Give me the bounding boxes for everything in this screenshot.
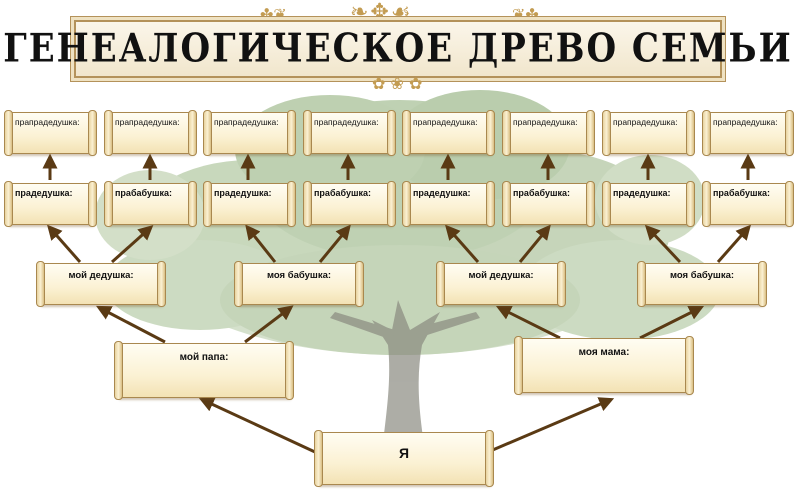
box-great-grandmother-4[interactable]: прабабушка: [702,181,794,227]
arrow [716,224,751,263]
box-label: прабабушка: [513,188,570,198]
arrow [244,305,294,344]
title-banner: ГЕНЕАЛОГИЧЕСКОЕ ДРЕВО СЕМЬИ [3,20,793,78]
box-great-grandfather-2[interactable]: прадедушка: [203,181,296,227]
box-label: прапрадедушка: [15,117,80,127]
box-label: прадедушка: [214,188,272,198]
box-label: прадедушка: [613,188,671,198]
arrow [487,397,615,454]
box-label: моя мама: [578,347,630,358]
box-label: прапрадедушка: [413,117,478,127]
box-great-great-6[interactable]: прапрадедушка: [502,110,595,156]
box-label: Я [398,445,410,461]
box-label: прадедушка: [15,188,73,198]
box-great-great-1[interactable]: прапрадедушка: [4,110,97,156]
box-label: моя бабушка: [266,270,332,281]
box-great-great-2[interactable]: прапрадедушка: [104,110,197,156]
tree-trunk [330,300,480,470]
arrow [318,224,351,263]
box-label: прапрадедушка: [115,117,180,127]
box-label: мой папа: [179,352,229,363]
box-great-grandfather-3[interactable]: прадедушка: [402,181,495,227]
box-label: прапрадедушка: [214,117,279,127]
box-label: прапрадедушка: [713,117,778,127]
ornament-right: ❦✤ [512,5,539,24]
box-label: прабабушка: [713,188,770,198]
arrow [644,224,682,264]
arrow [198,397,316,454]
arrow [110,224,154,264]
ornament-bottom: ✿ ❀ ✿ [372,74,423,93]
arrow [518,224,551,263]
box-my-grandmother-1[interactable]: моя бабушка: [234,261,364,307]
arrow [245,224,277,263]
box-my-grandfather-2[interactable]: мой дедушка: [436,261,566,307]
box-label: мой дедушка: [68,270,134,281]
box-label: прабабушка: [115,188,172,198]
box-me[interactable]: Я [314,430,494,487]
box-great-great-4[interactable]: прапрадедушка: [303,110,396,156]
arrow [96,305,166,344]
box-great-great-8[interactable]: прапрадедушка: [702,110,794,156]
box-great-grandmother-3[interactable]: прабабушка: [502,181,595,227]
box-my-grandmother-2[interactable]: моя бабушка: [637,261,767,307]
box-great-great-5[interactable]: прапрадедушка: [402,110,495,156]
box-my-grandfather-1[interactable]: мой дедушка: [36,261,166,307]
box-great-grandmother-2[interactable]: прабабушка: [303,181,396,227]
arrow [47,224,82,263]
box-label: прапрадедушка: [613,117,678,127]
box-label: прабабушка: [314,188,371,198]
box-great-grandfather-4[interactable]: прадедушка: [602,181,695,227]
box-label: моя бабушка: [669,270,735,281]
box-great-grandmother-1[interactable]: прабабушка: [104,181,197,227]
box-label: прапрадедушка: [513,117,578,127]
box-great-great-3[interactable]: прапрадедушка: [203,110,296,156]
arrow [445,224,480,263]
page-title: ГЕНЕАЛОГИЧЕСКОЕ ДРЕВО СЕМЬИ [3,26,793,72]
box-my-dad[interactable]: мой папа: [114,341,294,400]
box-label: прадедушка: [413,188,471,198]
ornament-left: ✤❦ [260,5,287,24]
arrow [639,305,705,340]
box-label: прапрадедушка: [314,117,379,127]
box-my-mom[interactable]: моя мама: [514,336,694,395]
box-great-grandfather-1[interactable]: прадедушка: [4,181,97,227]
box-label: мой дедушка: [468,270,534,281]
box-great-great-7[interactable]: прапрадедушка: [602,110,695,156]
arrow [495,305,561,340]
